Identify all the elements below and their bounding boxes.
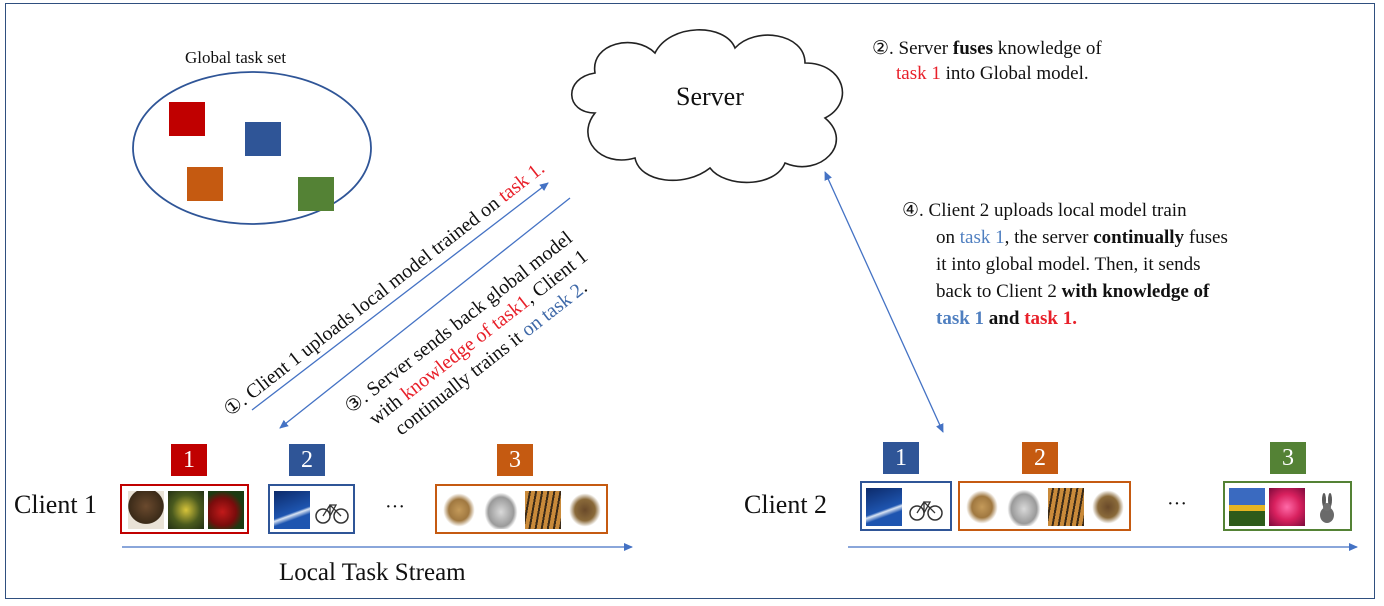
global-task-set-ellipse [132,71,372,225]
step4-task1-red: task 1. [1024,308,1077,329]
tiger-image [525,491,561,529]
upload-arrow [251,182,549,411]
step4-l2c: fuses [1184,227,1228,248]
client2-ellipsis: ··· [1167,493,1187,515]
server-label: Server [676,82,744,111]
step4-with-knowledge: with knowledge of [1061,281,1210,302]
task-square-green [298,177,334,211]
step4-line3: it into global model. Then, it sends [936,254,1201,275]
client1-task1-images [120,484,249,534]
client1-ellipsis: ··· [385,496,405,518]
step4-caption: ④. Client 2 uploads local model train on… [902,197,1228,332]
camel-image [441,491,477,529]
step2-fuses: fuses [952,38,994,59]
bear-image [128,491,164,529]
client2-task1-images [860,481,952,531]
rose-image [1269,488,1305,526]
step4-task1-blue: task 1 [936,308,985,329]
task-square-blue [245,122,281,156]
step4-line1: . Client 2 uploads local model train [919,200,1187,221]
van-image [483,491,519,529]
client2-server-arrow [824,171,944,433]
diagram-frame [5,3,1375,599]
task-square-red [169,102,205,136]
tiger-image [1048,488,1084,526]
step2-text2: knowledge of [993,38,1102,59]
step4-continually: continually [1093,227,1185,248]
step4-number: ④ [902,200,920,221]
turtle-image [1090,488,1126,526]
bicycle-image [314,491,350,529]
step4-and: and [984,308,1025,329]
client2-label: Client 2 [744,490,828,519]
apple-image [208,491,244,529]
task-square-orange [187,167,223,201]
shark-image [866,488,902,526]
step2-text3: into Global model. [940,63,1089,84]
step4-l2a: on [936,227,960,248]
camel-image [964,488,1000,526]
van-image [1006,488,1042,526]
fish-image [168,491,204,529]
shark-image [274,491,310,529]
step4-l2task: task 1 [959,227,1005,248]
client1-label: Client 1 [14,490,98,519]
sunflower-image [1229,488,1265,526]
step4-l2b: , the server [1004,227,1094,248]
client1-task2-images [268,484,355,534]
client2-task3-images [1223,481,1352,531]
step2-number: ② [872,38,890,59]
step4-l4a: back to Client 2 [936,281,1062,302]
step2-text: . Server [889,38,953,59]
client1-task2-badge: 2 [289,444,325,476]
client2-task1-badge: 1 [883,442,919,474]
client2-task2-badge: 2 [1022,442,1058,474]
local-task-stream-label: Local Task Stream [279,559,466,586]
bicycle-image [908,488,944,526]
global-task-set-label: Global task set [185,48,287,67]
step2-caption: ②. Server fuses knowledge of task 1 into… [872,36,1102,86]
server-cloud-icon [570,29,844,184]
rabbit-image [1309,488,1345,526]
client2-task2-images [958,481,1131,531]
turtle-image [567,491,603,529]
sendback-arrow [279,197,571,429]
client1-task3-images [435,484,608,534]
step2-task: task 1 [896,63,941,84]
client2-task3-badge: 3 [1270,442,1306,474]
client1-task1-badge: 1 [171,444,207,476]
client1-task3-badge: 3 [497,444,533,476]
